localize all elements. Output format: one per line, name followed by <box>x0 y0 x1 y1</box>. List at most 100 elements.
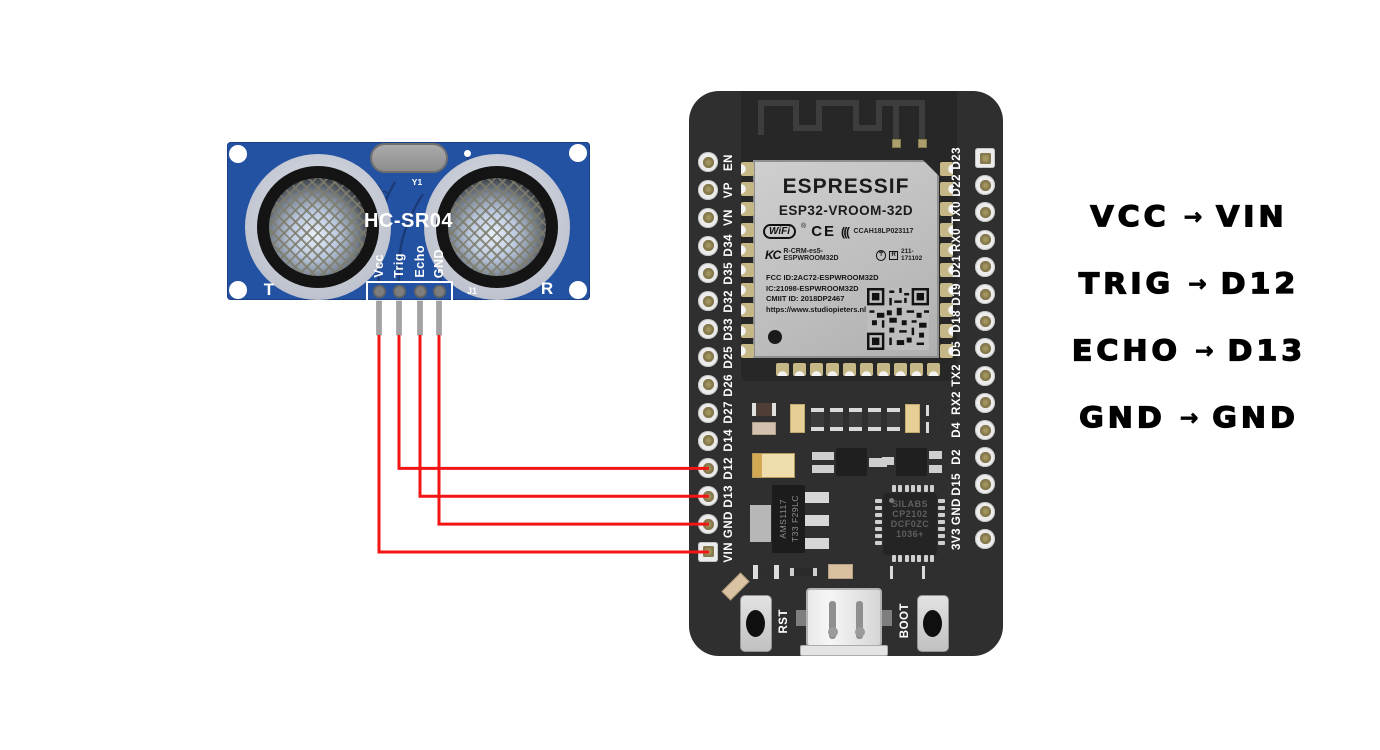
module-pad <box>809 363 823 376</box>
sensor-pin-stub <box>436 300 442 336</box>
pin-core <box>702 156 714 168</box>
chip-pin <box>875 506 882 510</box>
esp32-pin-hole-RX0 <box>975 229 995 250</box>
chip-pin <box>917 485 922 492</box>
mapping-from: GND <box>1078 401 1166 436</box>
smd-resistor <box>887 408 900 431</box>
chip-marking: 1036+ <box>896 529 924 539</box>
pin-core <box>979 315 991 327</box>
module-pad <box>910 363 924 376</box>
cmiit-id: CMIIT ID: 2018DP2467 <box>766 294 845 303</box>
registered-mark: ® <box>801 223 807 230</box>
esp32-pin-hole-D33 <box>698 319 718 340</box>
giteki-mark: 〒 <box>875 249 887 261</box>
esp32-pin-hole-D27 <box>698 402 718 423</box>
voltage-regulator: AMS1117 T33 F29LC <box>772 485 805 553</box>
transducer-mesh <box>269 178 367 276</box>
smd-resistor <box>868 408 881 431</box>
chip-pin <box>929 485 934 492</box>
certification-ids: FCC ID:2AC72-ESPWROOM32D IC:21098-ESPWRO… <box>766 273 879 315</box>
usb-slot <box>827 601 838 639</box>
chip-marking: DCF0ZC <box>890 519 930 529</box>
module-pad <box>927 363 941 376</box>
smd-led <box>790 404 805 433</box>
regulator-marking: T33 F29LC <box>789 495 800 543</box>
chip-pin <box>898 555 903 562</box>
smd-part <box>790 568 817 576</box>
esp32-pin-hole-D21 <box>975 256 995 277</box>
boot-button-label: BOOT <box>899 603 911 639</box>
chip-pin <box>898 485 903 492</box>
kc-certification-row: KC R-CRM-es5-ESPWROOM32D 〒 R 211-171102 <box>765 248 933 262</box>
esp32-pin-hole-D23 <box>975 148 995 168</box>
usb-flange <box>800 645 888 656</box>
mapping-from: VCC <box>1090 200 1170 235</box>
esp32-pin-hole-GND <box>698 514 718 535</box>
wifi-logo: WiFi <box>763 224 797 239</box>
module-pad <box>741 182 754 197</box>
esp32-module: ESPRESSIF ESP32-VROOM-32D WiFi ® CE ((( … <box>753 160 939 358</box>
kc-cert-number: R-CRM-es5-ESPWROOM32D <box>783 248 839 262</box>
sensor-pin-Vcc <box>372 285 386 298</box>
pin-core <box>702 212 714 224</box>
micro-usb-connector <box>806 588 882 650</box>
pin-core <box>979 179 991 191</box>
sensor-pin-stub <box>376 300 382 336</box>
regulator-leg <box>805 538 829 549</box>
chip-marking: SILABS <box>891 499 928 509</box>
transistor-leg <box>882 457 894 465</box>
usb-slot <box>854 601 865 639</box>
pin-core <box>702 379 714 391</box>
esp32-pin-hole-TX2 <box>975 365 995 386</box>
smd-capacitor <box>752 422 776 435</box>
chip-pin <box>910 485 915 492</box>
pin-core <box>979 342 991 354</box>
chip-marking: CP2102 <box>892 509 928 519</box>
module-pad <box>940 283 953 298</box>
pin-core <box>702 490 714 502</box>
pin-label-text: Vcc <box>372 254 386 278</box>
pin-label-text: 3V3 <box>951 527 963 550</box>
esp32-pin-hole-TX0 <box>975 202 995 223</box>
pin-core <box>979 397 991 409</box>
module-brand: ESPRESSIF <box>782 175 910 198</box>
mapping-row-vcc: VCC→VIN <box>1028 184 1350 251</box>
pin-label-text: Trig <box>392 253 406 278</box>
pin-core <box>702 240 714 252</box>
sensor-pin-stub <box>396 300 402 336</box>
pin-core <box>702 518 714 530</box>
regulator-marking: AMS1117 <box>777 499 788 539</box>
pin-core <box>979 478 991 490</box>
pin-core <box>702 351 714 363</box>
mount-hole <box>229 281 247 299</box>
vendor-url: https://www.studiopieters.nl <box>766 304 867 314</box>
module-pad <box>792 363 806 376</box>
smd-part <box>926 405 936 416</box>
transmitter-label: T <box>263 280 275 299</box>
pin-core <box>702 435 714 447</box>
antenna-trace <box>758 100 925 141</box>
smd-resistor <box>752 403 776 416</box>
transistor <box>896 448 927 476</box>
smd-part <box>922 566 934 579</box>
via-dot <box>464 150 471 157</box>
chip-pin <box>938 534 945 538</box>
esp32-pin-hole-D5 <box>975 338 995 359</box>
pin-core <box>979 424 991 436</box>
chip-pin1-dot <box>889 498 894 503</box>
pin-core <box>702 546 714 558</box>
transistor-leg <box>869 458 887 467</box>
pin-label-text: Echo <box>413 245 427 278</box>
pin-core <box>979 234 991 246</box>
pin-header-outline <box>366 281 453 302</box>
pin-core <box>979 288 991 300</box>
certification-logos: WiFi ® CE ((( CCAH18LP023117 <box>763 223 933 240</box>
module-pad <box>741 242 754 257</box>
esp32-pin-hole-D25 <box>698 346 718 367</box>
module-pad <box>741 222 754 237</box>
module-pad <box>940 303 953 318</box>
module-pad <box>940 343 953 358</box>
esp32-pin-hole-VIN <box>698 541 718 562</box>
